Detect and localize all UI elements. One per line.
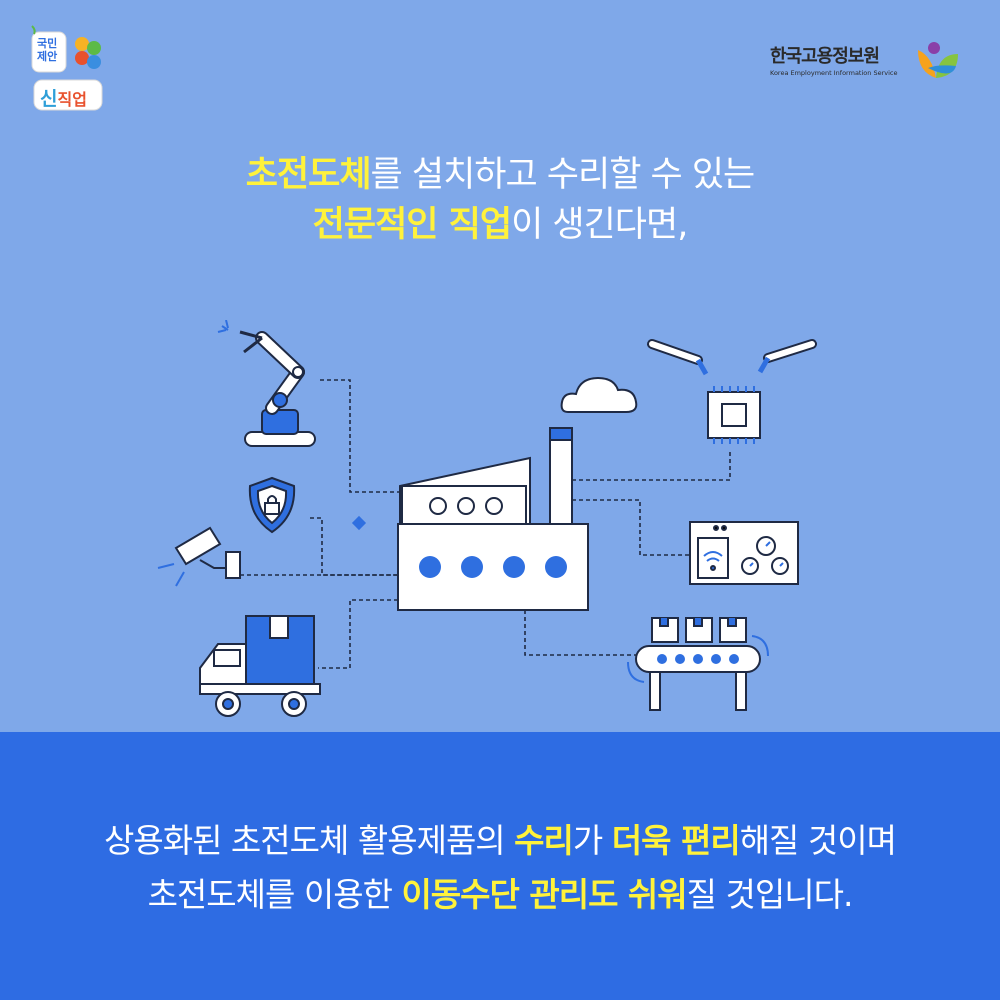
brand-logo-right: 한국고용정보원 Korea Employment Information Ser… xyxy=(770,38,970,84)
brand-line3-b: 직업 xyxy=(57,90,87,109)
bottom-line1-highlight-2: 더욱 편리 xyxy=(611,821,741,860)
headline-text-2: 이 생긴다면, xyxy=(511,205,688,245)
headline-highlight-2: 전문적인 직업 xyxy=(312,205,512,245)
leaf-badge-icon xyxy=(31,25,103,111)
bottom-line2: 초전도체를 이용한 이동수단 관리도 쉬워질 것입니다. xyxy=(0,868,1000,922)
bottom-line1-text-b: 가 xyxy=(572,821,612,860)
bottom-band xyxy=(0,732,1000,1000)
shield-lock-icon xyxy=(248,476,296,534)
diamond-icon xyxy=(351,515,367,531)
cctv-camera-icon xyxy=(157,526,241,587)
headline-text-1: 를 설치하고 수리할 수 있는 xyxy=(370,155,756,195)
bottom-line2-text-a: 초전도체를 이용한 xyxy=(147,875,402,914)
bottom-line2-text-b: 질 것입니다. xyxy=(686,875,854,914)
org-name-en: Korea Employment Information Service xyxy=(770,69,898,77)
bottom-line1-text-c: 해질 것이며 xyxy=(739,821,897,860)
chip-icon xyxy=(647,339,817,444)
brand-logo-left: 국민 제안 신직업 xyxy=(28,22,110,114)
org-name: 한국고용정보원 xyxy=(770,46,880,67)
brand-line3-a: 신 xyxy=(40,88,58,110)
bottom-text: 상용화된 초전도체 활용제품의 수리가 더욱 편리해질 것이며 초전도체를 이용… xyxy=(0,814,1000,922)
smart-factory-illustration xyxy=(157,320,817,717)
bottom-line1-highlight-1: 수리 xyxy=(514,821,574,860)
control-panel-icon xyxy=(689,521,799,585)
bottom-line1: 상용화된 초전도체 활용제품의 수리가 더욱 편리해질 것이며 xyxy=(0,814,1000,868)
delivery-truck-icon xyxy=(199,615,321,717)
headline-line2: 전문적인 직업이 생긴다면, xyxy=(0,200,1000,250)
headline: 초전도체를 설치하고 수리할 수 있는 전문적인 직업이 생긴다면, xyxy=(0,150,1000,250)
headline-line1: 초전도체를 설치하고 수리할 수 있는 xyxy=(0,150,1000,200)
factory-icon xyxy=(397,427,589,611)
brand-line1: 국민 xyxy=(37,37,58,50)
conveyor-belt-icon xyxy=(627,617,769,711)
keis-logo-icon xyxy=(918,42,958,78)
bottom-line1-text-a: 상용화된 초전도체 활용제품의 xyxy=(104,821,515,860)
cloud-icon xyxy=(560,376,638,413)
bottom-line2-highlight: 이동수단 관리도 쉬워 xyxy=(401,875,687,914)
headline-highlight-1: 초전도체 xyxy=(245,155,372,195)
brand-line2: 제안 xyxy=(37,50,58,63)
robot-arm-icon xyxy=(217,320,316,447)
